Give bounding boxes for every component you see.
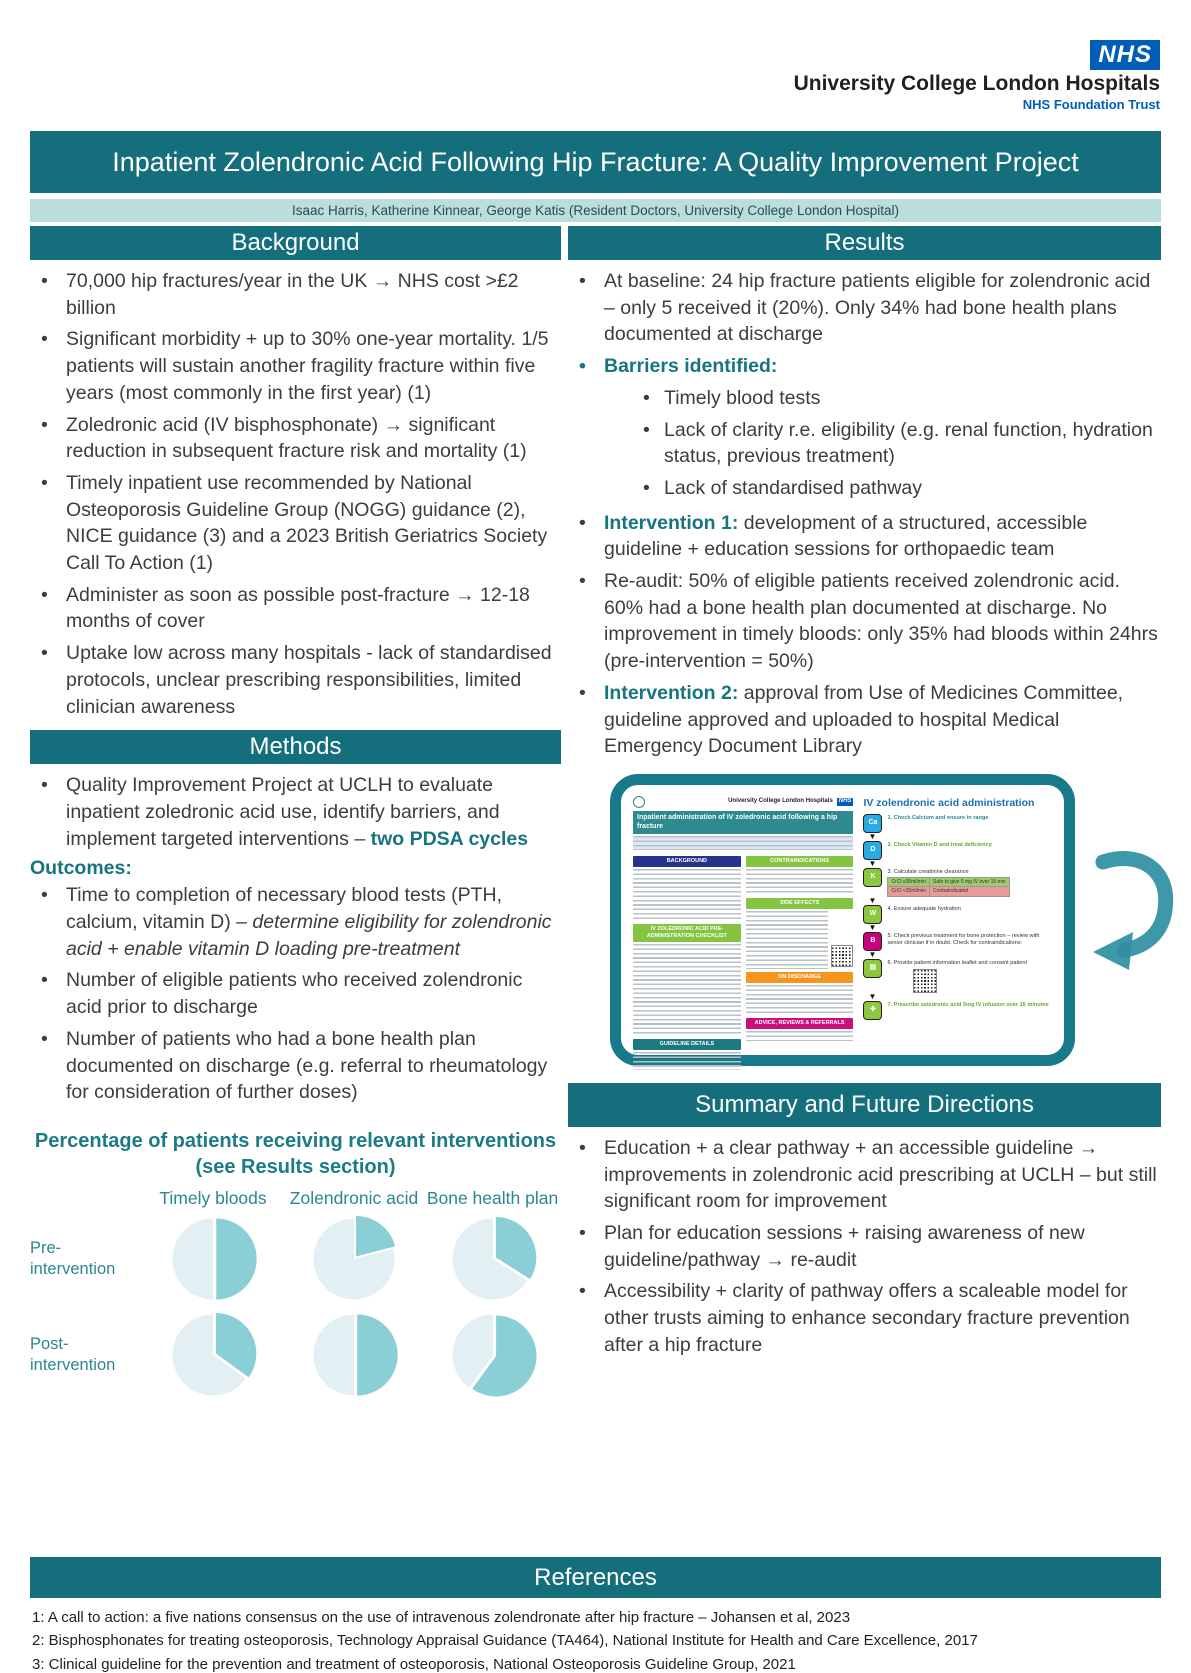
- bullet-item: 70,000 hip fractures/year in the UK → NH…: [30, 268, 561, 321]
- pie-col-label-bone-health-plan: Bone health plan: [426, 1187, 559, 1208]
- references-heading: References: [30, 1557, 1161, 1598]
- pie-col-label-timely-bloods: Timely bloods: [159, 1187, 267, 1208]
- flow-arrow-icon: ▼: [868, 832, 877, 842]
- qr-code-icon: [913, 968, 938, 993]
- nhs-logo-icon: NHS: [1090, 40, 1160, 70]
- pie-figure-title: Percentage of patients receiving relevan…: [34, 1129, 557, 1178]
- bullet-item: Lack of standardised pathway: [632, 475, 1161, 502]
- pie-pre-timely-bloods: [167, 1213, 259, 1305]
- bone-icon: B: [863, 931, 883, 951]
- flow-arrow-icon: ▼: [868, 895, 877, 905]
- bullet-item: Intervention 1: development of a structu…: [568, 510, 1161, 563]
- poster-title: Inpatient Zolendronic Acid Following Hip…: [30, 131, 1161, 193]
- qr-code-icon: [831, 945, 854, 968]
- administration-flow-title: IV zolendronic acid administration: [863, 796, 1035, 809]
- ucl-logo-icon: [633, 795, 645, 808]
- outcomes-list: Time to completion of necessary blood te…: [30, 882, 561, 1106]
- bullet-item: Administer as soon as possible post-frac…: [30, 582, 561, 635]
- bullet-item: Timely inpatient use recommended by Nati…: [30, 470, 561, 577]
- pie-figure: Timely bloods Zolendronic acid Bone heal…: [30, 1188, 561, 1403]
- guideline-section-side-effects: SIDE EFFECTS: [745, 898, 854, 910]
- pie-col-label-zolendronic-acid: Zolendronic acid: [289, 1187, 419, 1208]
- pie-post-timely-bloods: [167, 1309, 259, 1401]
- pie-post-bone-health-plan: [447, 1309, 539, 1401]
- pie-row-label-pre: Pre-intervention: [30, 1238, 116, 1278]
- background-list: 70,000 hip fractures/year in the UK → NH…: [30, 268, 561, 720]
- summary-heading: Summary and Future Directions: [568, 1082, 1161, 1127]
- guideline-section-advice-referrals: ADVICE, REVIEWS & REFERRALS: [745, 1018, 854, 1029]
- calcium-icon: Ca: [863, 814, 883, 834]
- background-heading: Background: [30, 226, 561, 260]
- kidneys-icon: K: [863, 868, 883, 888]
- organisation-name: University College London Hospitals: [793, 72, 1160, 95]
- guideline-section-on-discharge: ON DISCHARGE: [745, 972, 854, 984]
- barriers-list: Timely blood tests Lack of clarity r.e. …: [632, 385, 1161, 502]
- organisation-subtitle: NHS Foundation Trust: [1022, 97, 1160, 112]
- pie-row-label-post: Post-intervention: [30, 1334, 116, 1374]
- flow-arrow-icon: ▼: [868, 922, 877, 932]
- syringe-icon: ✚: [863, 1000, 883, 1020]
- guideline-document-figure: University College London Hospitals NHS …: [610, 773, 1075, 1070]
- bullet-item: Time to completion of necessary blood te…: [30, 882, 561, 962]
- bullet-item: Zoledronic acid (IV bisphosphonate) → si…: [30, 412, 561, 465]
- barriers-label: Barriers identified:: [568, 353, 1161, 380]
- results-heading: Results: [568, 226, 1161, 260]
- references-list: 1: A call to action: a five nations cons…: [32, 1606, 1162, 1673]
- guideline-title: Inpatient administration of IV zoledroni…: [633, 810, 854, 835]
- methods-heading: Methods: [30, 730, 561, 765]
- vitamin-d-icon: D: [863, 841, 883, 861]
- bullet-item: Quality Improvement Project at UCLH to e…: [30, 772, 561, 852]
- flow-arrow-icon: ▼: [868, 949, 877, 959]
- methods-list: Quality Improvement Project at UCLH to e…: [30, 772, 561, 852]
- bullet-item: Plan for education sessions + raising aw…: [568, 1220, 1161, 1273]
- leaflet-icon: ▤: [863, 958, 883, 978]
- pie-post-zolendronic-acid: [308, 1309, 400, 1401]
- brush-arrow-icon: [1093, 851, 1174, 970]
- bullet-item: Number of patients who had a bone health…: [30, 1026, 561, 1106]
- bullet-item: Timely blood tests: [632, 385, 1161, 412]
- right-column: Results At baseline: 24 hip fracture pat…: [568, 226, 1161, 1364]
- bullet-item: Accessibility + clarity of pathway offer…: [568, 1278, 1161, 1358]
- authors-line: Isaac Harris, Katherine Kinnear, George …: [30, 199, 1161, 222]
- reference-item: 1: A call to action: a five nations cons…: [32, 1609, 851, 1626]
- bullet-item: Significant morbidity + up to 30% one-ye…: [30, 326, 561, 406]
- bullet-item: At baseline: 24 hip fracture patients el…: [568, 268, 1161, 348]
- flow-arrow-icon: ▼: [868, 991, 877, 1001]
- guideline-left-page: University College London Hospitals NHS …: [633, 795, 854, 1070]
- left-column: Background 70,000 hip fractures/year in …: [30, 226, 561, 1403]
- nhs-mini-logo-icon: NHS: [836, 798, 854, 806]
- reference-item: 2: Bisphosphonates for treating osteopor…: [32, 1632, 978, 1650]
- bullet-item: Education + a clear pathway + an accessi…: [568, 1135, 1161, 1215]
- guideline-section-details: GUIDELINE DETAILS: [633, 1039, 741, 1050]
- bullet-item: Uptake low across many hospitals - lack …: [30, 640, 561, 720]
- pie-pre-zolendronic-acid: [308, 1213, 400, 1305]
- hydration-icon: W: [863, 904, 883, 924]
- results-list: At baseline: 24 hip fracture patients el…: [568, 268, 1161, 380]
- bullet-item: Re-audit: 50% of eligible patients recei…: [568, 568, 1161, 675]
- flow-arrow-icon: ▼: [868, 859, 877, 869]
- summary-list: Education + a clear pathway + an accessi…: [568, 1135, 1161, 1359]
- pie-pre-bone-health-plan: [447, 1213, 539, 1305]
- results-list-2: Intervention 1: development of a structu…: [568, 510, 1161, 760]
- bullet-item: Lack of clarity r.e. eligibility (e.g. r…: [632, 417, 1161, 470]
- nhs-header: NHS University College London Hospitals …: [794, 40, 1160, 112]
- outcomes-label: Outcomes:: [30, 857, 132, 880]
- bullet-item: Number of eligible patients who received…: [30, 967, 561, 1020]
- bullet-item: Intervention 2: approval from Use of Med…: [568, 680, 1161, 760]
- guideline-section-contraindications: CONTRAINDICATIONS: [745, 856, 854, 868]
- guideline-section-background: BACKGROUND: [633, 856, 741, 868]
- mini-org-name: University College London Hospitals: [728, 798, 833, 805]
- reference-item: 3: Clinical guideline for the prevention…: [32, 1655, 796, 1673]
- guideline-right-page: IV zolendronic acid administration Ca 1.…: [863, 795, 1052, 1045]
- guideline-references-box: [633, 836, 854, 851]
- guideline-section-checklist: IV ZOLEDRONIC ACID PRE-ADMINISTRATION CH…: [633, 924, 741, 943]
